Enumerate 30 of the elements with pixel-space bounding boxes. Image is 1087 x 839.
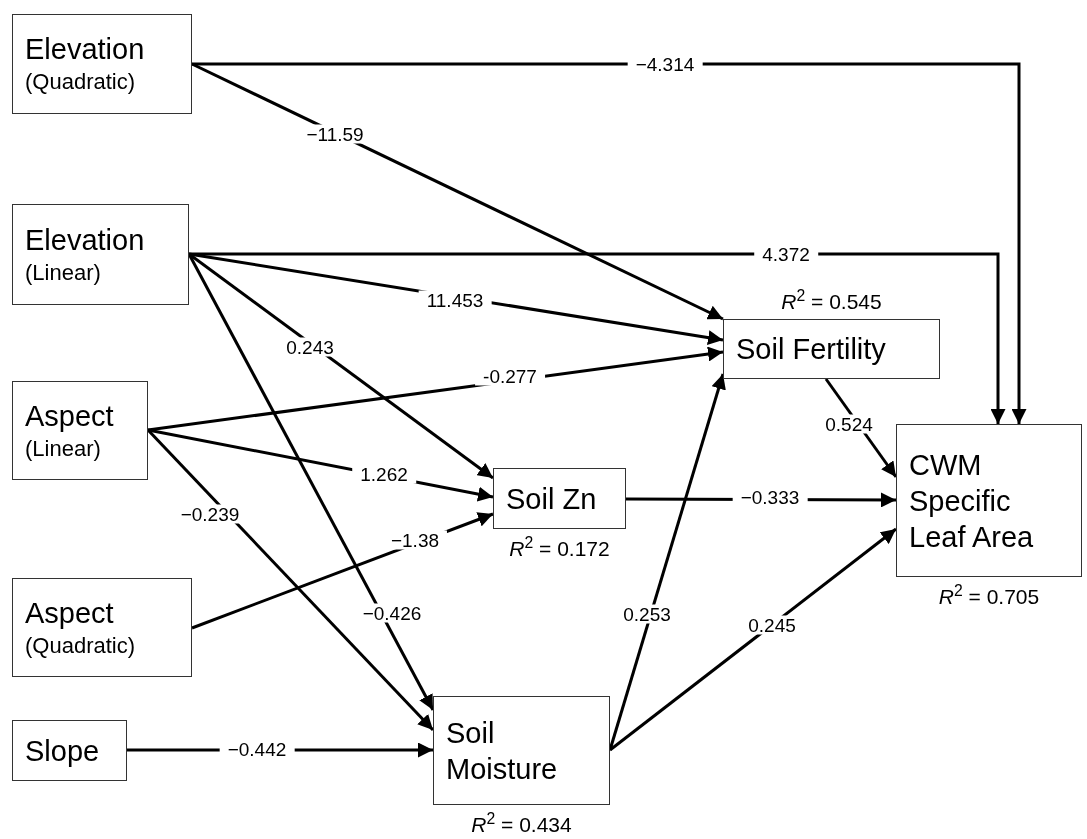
variable-name: Soil Zn [506, 481, 598, 517]
variable-name: CWM Specific Leaf Area [909, 447, 1035, 555]
r-squared-label: R$^{2}$ = 0.434 [471, 814, 572, 835]
variable-subtitle: (Quadratic) [25, 631, 137, 660]
variable-name: Aspect [25, 398, 115, 434]
r-squared-label: R$^{2}$ = 0.705 [938, 586, 1040, 607]
variable-name: Elevation [25, 222, 146, 258]
arrow [146, 428, 435, 732]
variable-name: Elevation [25, 32, 146, 67]
arrow [191, 62, 724, 321]
r-squared-label: R$^{2}$ = 0.545 [781, 291, 882, 312]
arrow [609, 527, 897, 752]
variable-box [12, 720, 127, 781]
arrow [608, 373, 726, 751]
edge-label: 11.453 [418, 290, 492, 310]
variable-box [12, 578, 192, 677]
variable-box [12, 14, 192, 114]
variable-subtitle: (Linear) [25, 258, 102, 287]
variable-subtitle: (Quadratic) [25, 68, 137, 96]
r-squared-label: R$^{2}$ = 0.172 [509, 538, 610, 559]
variable-subtitle: (Linear) [25, 434, 102, 463]
arrow [187, 253, 435, 711]
variable-name: Soil Fertility [736, 332, 887, 367]
arrow [147, 346, 724, 432]
variable-name: Slope [25, 733, 101, 769]
variable-box [12, 381, 148, 480]
variable-name: Aspect [25, 595, 115, 631]
variable-box [12, 204, 189, 305]
arrow [192, 62, 1027, 424]
variable-name: Soil Moisture [446, 715, 559, 787]
